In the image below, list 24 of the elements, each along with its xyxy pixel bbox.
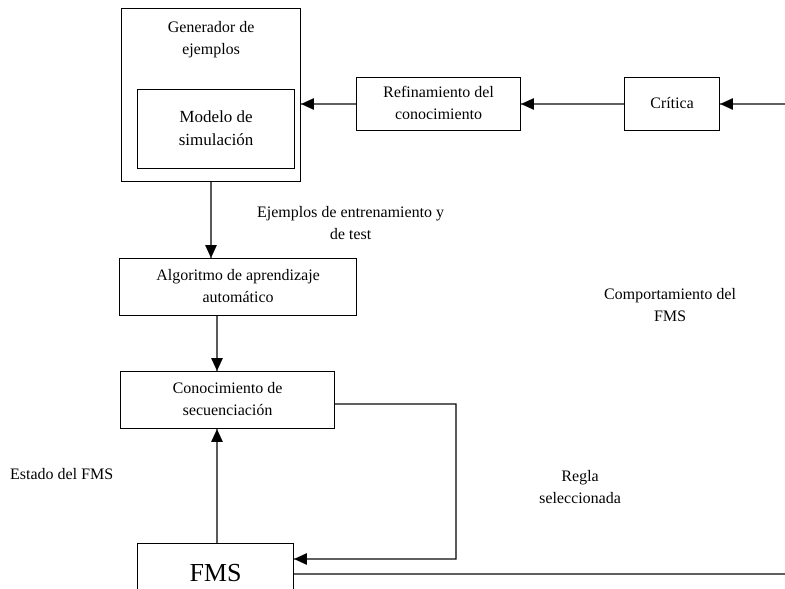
process-box — [119, 258, 357, 316]
process-box — [121, 8, 301, 182]
box-text: Modelo de simulación — [178, 106, 254, 151]
box-text: Generador de ejemplos — [166, 18, 256, 60]
box-text: Conocimiento de secuenciación — [172, 379, 284, 421]
process-box — [356, 77, 521, 131]
note-text: Estado del FMS — [10, 465, 114, 485]
arrow — [205, 182, 217, 258]
process-box — [137, 89, 295, 169]
arrow — [211, 429, 223, 543]
arrow — [211, 316, 223, 371]
note-text: Comportamiento del FMS — [603, 285, 737, 328]
arrow — [720, 98, 785, 110]
box-text: Algoritmo de aprendizaje automático — [155, 266, 321, 308]
process-box — [137, 543, 294, 589]
arrow — [521, 98, 624, 110]
process-box — [624, 77, 720, 131]
box-text: FMS — [189, 557, 242, 589]
arrow — [294, 403, 457, 565]
box-text: Crítica — [650, 94, 694, 114]
arrow — [301, 98, 356, 110]
box-text: Refinamiento del conocimiento — [382, 83, 495, 125]
note-text: Regla seleccionada — [538, 467, 622, 510]
process-box — [120, 371, 335, 429]
